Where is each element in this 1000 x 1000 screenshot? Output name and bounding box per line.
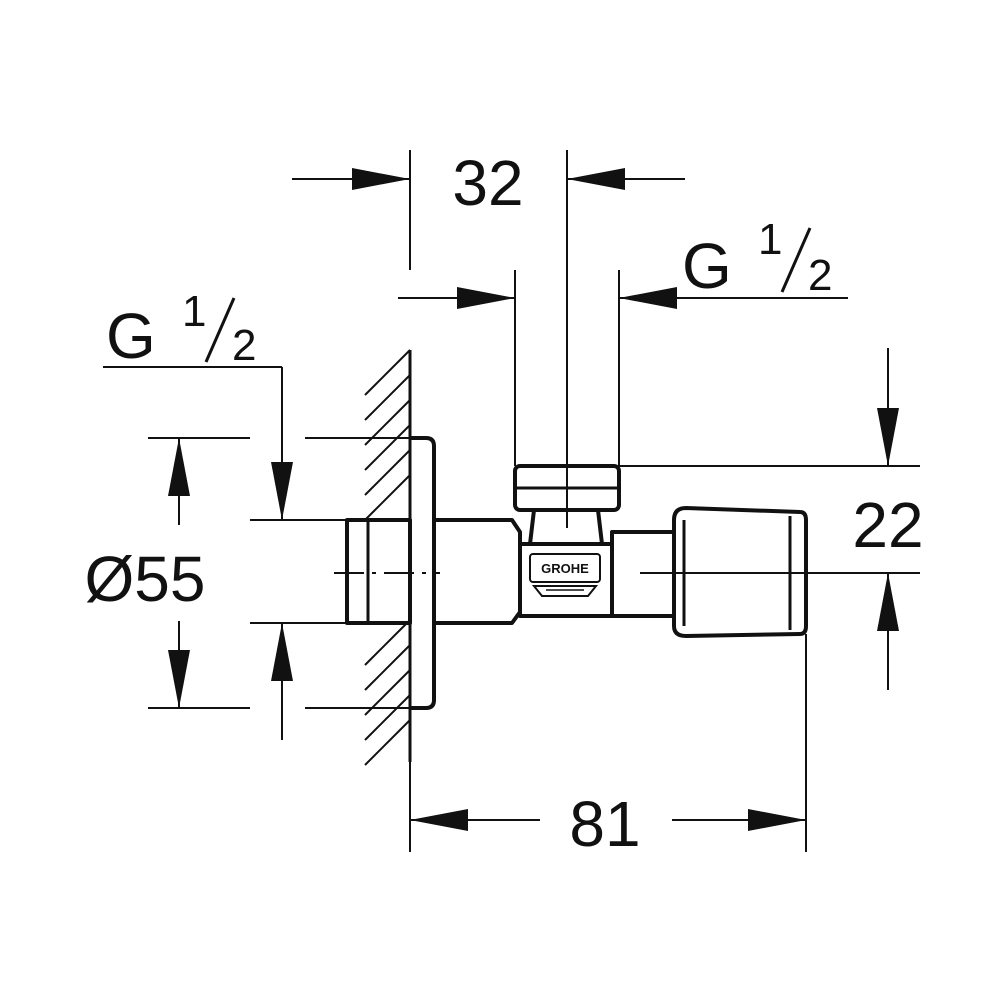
- main-body: [432, 518, 522, 625]
- left-thread-denominator: 2: [232, 321, 256, 370]
- wall-hatching: [364, 349, 411, 766]
- handle-cap: [672, 506, 808, 638]
- left-thread-letter: G: [106, 300, 156, 372]
- dimension-22: 22: [619, 348, 924, 690]
- dimension-22-label: 22: [852, 489, 923, 561]
- dimension-32-label: 32: [452, 147, 523, 219]
- dimension-81: 81: [409, 634, 807, 860]
- diameter-label: Ø55: [85, 543, 206, 615]
- dimension-81-label: 81: [569, 788, 640, 860]
- top-thread-denominator: 2: [808, 251, 832, 300]
- dimension-32: 32: [292, 147, 685, 270]
- inlet-stub: [345, 518, 412, 625]
- left-thread-numerator: 1: [182, 287, 206, 336]
- svg-text:GROHE: GROHE: [541, 561, 589, 576]
- top-thread-letter: G: [682, 230, 732, 302]
- top-thread-numerator: 1: [758, 215, 782, 264]
- wall: [364, 349, 412, 766]
- dimension-top-thread: G 1 2: [398, 215, 848, 466]
- center-lines: [334, 150, 920, 574]
- dimension-left-thread: G 1 2: [103, 287, 347, 740]
- grohe-logo: GROHE: [529, 553, 601, 597]
- dimension-diameter: Ø55: [85, 437, 410, 709]
